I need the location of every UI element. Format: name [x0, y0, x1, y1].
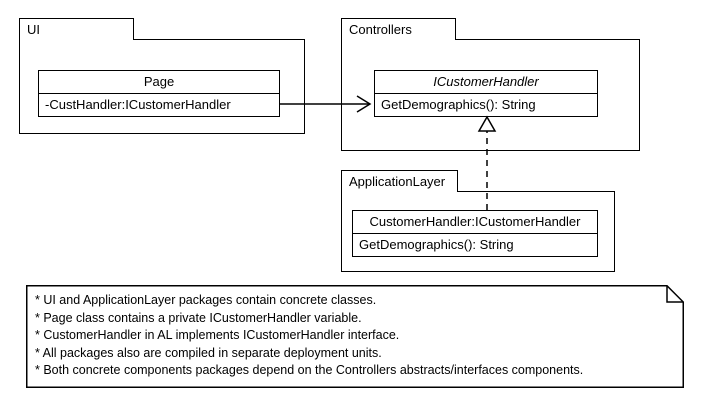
- diagram-note[interactable]: * UI and ApplicationLayer packages conta…: [26, 285, 684, 388]
- package-label-applicationlayer: ApplicationLayer: [349, 174, 446, 189]
- package-tab-ui[interactable]: UI: [19, 18, 134, 40]
- note-line: * Page class contains a private ICustome…: [35, 310, 362, 325]
- note-shape: [26, 285, 684, 388]
- package-label-controllers: Controllers: [349, 22, 412, 37]
- note-line: * UI and ApplicationLayer packages conta…: [35, 293, 377, 307]
- class-name-customerhandler: CustomerHandler:ICustomerHandler: [353, 211, 597, 234]
- interface-name-icustomerhandler: ICustomerHandler: [375, 71, 597, 94]
- class-operation-getdemographics: GetDemographics(): String: [359, 236, 514, 252]
- note-text-block: * UI and ApplicationLayer packages conta…: [26, 285, 684, 388]
- class-box-customerhandler[interactable]: CustomerHandler:ICustomerHandler GetDemo…: [352, 210, 598, 257]
- class-box-page[interactable]: Page -CustHandler:ICustomerHandler: [38, 70, 280, 117]
- package-tab-applicationlayer[interactable]: ApplicationLayer: [341, 170, 458, 192]
- class-box-icustomerhandler[interactable]: ICustomerHandler GetDemographics(): Stri…: [374, 70, 598, 117]
- interface-operation-getdemographics: GetDemographics(): String: [381, 96, 536, 112]
- package-tab-controllers[interactable]: Controllers: [341, 18, 456, 40]
- class-name-page: Page: [39, 71, 279, 94]
- class-attribute-custhandler: -CustHandler:ICustomerHandler: [45, 96, 231, 112]
- note-line: * CustomerHandler in AL implements ICust…: [35, 328, 400, 342]
- note-line: * Both concrete components packages depe…: [35, 363, 584, 377]
- note-line: * All packages also are compiled in sepa…: [35, 345, 382, 360]
- package-label-ui: UI: [27, 22, 40, 37]
